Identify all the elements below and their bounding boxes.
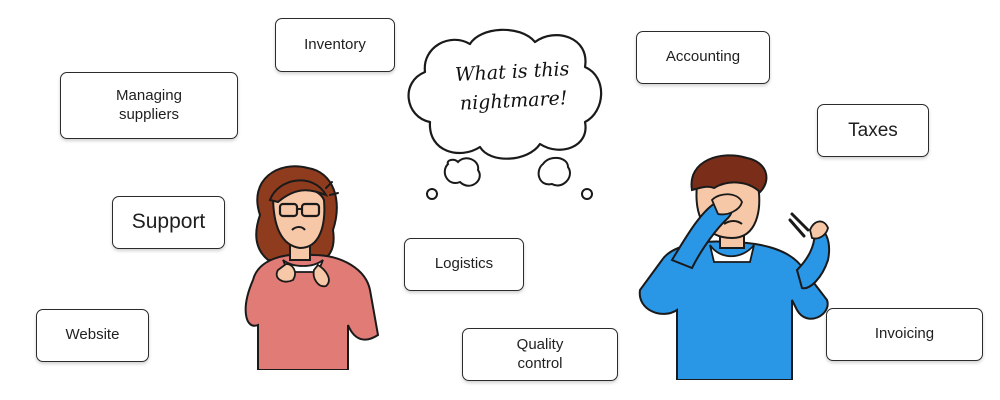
managing-suppliers-card: Managing suppliers: [60, 72, 238, 139]
thought-text: What is this nightmare!: [454, 58, 570, 116]
stressed-man-illustration: [638, 154, 830, 380]
quality-control-label: Quality control: [516, 335, 564, 372]
taxes-label: Taxes: [848, 119, 898, 141]
accounting-card: Accounting: [636, 31, 770, 84]
inventory-label: Inventory: [304, 35, 366, 53]
support-label: Support: [131, 210, 206, 234]
thought-bubble-icon: [407, 28, 603, 200]
managing-suppliers-label: Managing suppliers: [116, 86, 182, 123]
stressed-woman-illustration: [244, 165, 380, 370]
website-label: Website: [65, 326, 120, 344]
quality-control-card: Quality control: [462, 328, 618, 381]
accounting-label: Accounting: [665, 48, 741, 66]
invoicing-label: Invoicing: [874, 325, 935, 343]
support-card: Support: [112, 196, 225, 249]
website-card: Website: [36, 309, 149, 362]
logistics-label: Logistics: [434, 255, 494, 273]
invoicing-card: Invoicing: [826, 308, 983, 361]
taxes-card: Taxes: [817, 104, 929, 157]
inventory-card: Inventory: [275, 18, 395, 72]
logistics-card: Logistics: [404, 238, 524, 291]
